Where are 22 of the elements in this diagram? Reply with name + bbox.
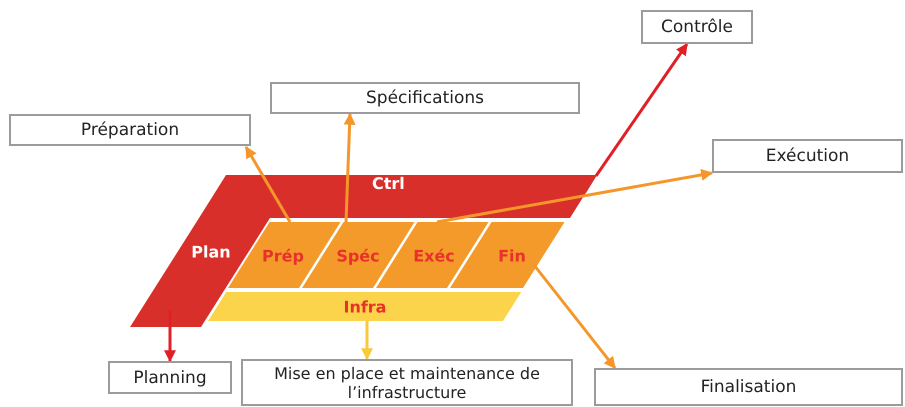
label-box: Planning <box>108 361 232 394</box>
label-box: Préparation <box>9 114 251 146</box>
phase-label: Spéc <box>336 246 380 266</box>
label-box: Finalisation <box>594 368 903 406</box>
infrastructure-band <box>208 292 521 321</box>
arrow <box>344 112 356 222</box>
phase-cell <box>302 222 415 288</box>
arrow <box>361 321 373 360</box>
arrow <box>594 43 688 177</box>
phase-label: Infra <box>343 298 386 316</box>
label-box: Mise en place et maintenance de l’infrastructure <box>241 359 573 406</box>
label-box: Exécution <box>712 139 903 173</box>
label-box: Contrôle <box>641 10 753 44</box>
arrow <box>436 169 714 224</box>
phase-label: Prép <box>262 246 304 266</box>
phase-label: Plan <box>191 242 231 262</box>
arrow <box>244 146 292 223</box>
arrow <box>164 310 176 362</box>
arrow <box>532 264 616 369</box>
phase-label: Exéc <box>413 246 455 266</box>
phase-label: Fin <box>498 246 526 266</box>
label-box: Spécifications <box>270 82 580 114</box>
